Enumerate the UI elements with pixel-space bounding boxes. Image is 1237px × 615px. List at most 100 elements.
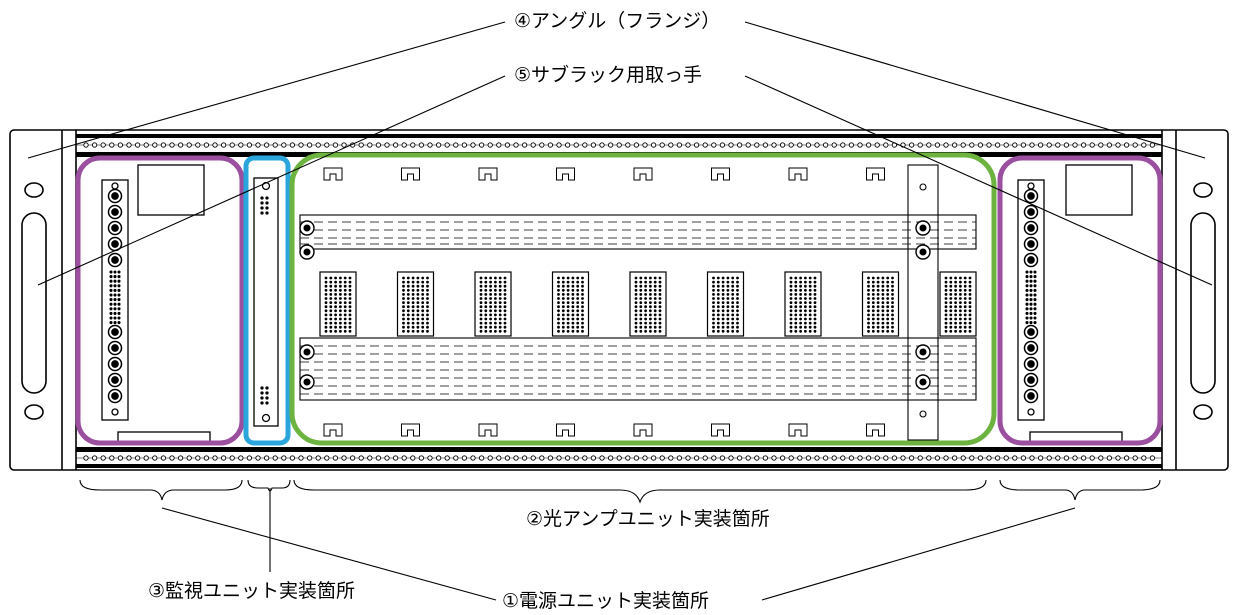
connector-pin: [1027, 392, 1035, 400]
pin: [113, 284, 117, 288]
pin: [867, 329, 870, 333]
pin: [731, 288, 735, 292]
pin: [489, 325, 493, 329]
pin: [1025, 293, 1029, 297]
pin: [799, 313, 803, 317]
pin: [113, 316, 117, 320]
pin: [109, 321, 113, 325]
pin: [557, 329, 560, 333]
pin: [731, 280, 735, 284]
rail-hole: [358, 455, 364, 461]
pin: [571, 292, 575, 296]
rail-hole: [1089, 455, 1095, 461]
rail-hole: [702, 142, 708, 148]
pin: [881, 284, 885, 288]
rail-hole: [229, 455, 235, 461]
pin: [489, 313, 493, 317]
pin: [576, 276, 580, 280]
rail-hole: [160, 455, 167, 461]
rail-hole: [496, 142, 502, 148]
optical-amp-area: [299, 164, 977, 441]
pin: [959, 297, 962, 300]
pin: [109, 307, 113, 311]
pin: [959, 284, 962, 288]
rail-hole: [238, 455, 244, 461]
pin: [343, 288, 347, 292]
pin: [117, 279, 121, 283]
pin: [113, 298, 117, 302]
pin: [881, 329, 885, 333]
rail-hole: [934, 142, 941, 148]
pin: [799, 292, 803, 296]
pin: [581, 329, 584, 333]
pin: [503, 297, 507, 300]
pin: [649, 301, 652, 305]
pin: [1029, 279, 1033, 283]
card-clip: [788, 423, 808, 437]
pin: [334, 305, 338, 309]
pin: [117, 321, 121, 325]
rail-hole: [840, 142, 846, 148]
pin: [712, 301, 715, 305]
rail-hole: [977, 142, 984, 148]
pin: [876, 325, 880, 329]
pin: [871, 284, 875, 288]
rail-hole: [831, 142, 837, 148]
pin: [789, 329, 793, 333]
pin: [891, 292, 894, 296]
pin: [881, 288, 885, 292]
pin: [799, 301, 803, 305]
pin: [406, 325, 410, 329]
pin: [954, 276, 958, 280]
pin: [402, 309, 405, 313]
pin: [712, 280, 715, 284]
pin: [411, 292, 415, 296]
pin: [712, 313, 715, 317]
pin: [954, 280, 958, 284]
pin: [712, 321, 715, 325]
pin: [944, 301, 948, 305]
pin: [808, 329, 812, 333]
rail-hole: [513, 142, 519, 148]
pin: [944, 329, 948, 333]
rail-hole: [487, 455, 493, 461]
rail-hole: [771, 142, 777, 148]
rail-hole: [255, 455, 261, 461]
pin: [712, 317, 715, 321]
pin: [736, 284, 739, 288]
pin: [658, 297, 662, 300]
pin: [716, 309, 720, 313]
connector-pin: [1027, 328, 1035, 336]
pin: [1033, 298, 1037, 302]
pin: [716, 325, 720, 329]
pin: [406, 313, 410, 317]
pin: [644, 305, 648, 309]
pin: [808, 288, 812, 292]
pin: [963, 297, 967, 300]
rail-hole: [1115, 142, 1121, 148]
rail-hole: [633, 455, 640, 461]
pin: [886, 305, 890, 309]
pin: [479, 313, 483, 317]
pin: [954, 325, 958, 329]
screw-head: [919, 378, 927, 386]
rail-hole: [83, 142, 89, 148]
pin: [117, 293, 121, 297]
pin: [581, 321, 584, 325]
rail-hole: [478, 142, 485, 148]
pin: [799, 288, 803, 292]
pin: [557, 317, 560, 321]
pin: [561, 309, 565, 313]
rail-hole: [857, 455, 863, 461]
pin: [963, 325, 967, 329]
pin: [260, 386, 264, 390]
rail-hole: [203, 455, 210, 461]
pin: [1029, 321, 1033, 325]
pin: [334, 276, 338, 280]
pin: [489, 317, 493, 321]
pin: [794, 301, 798, 305]
rail-hole: [453, 455, 459, 461]
pin: [260, 196, 264, 200]
pin: [968, 313, 972, 317]
connector-pin: [1027, 360, 1035, 368]
